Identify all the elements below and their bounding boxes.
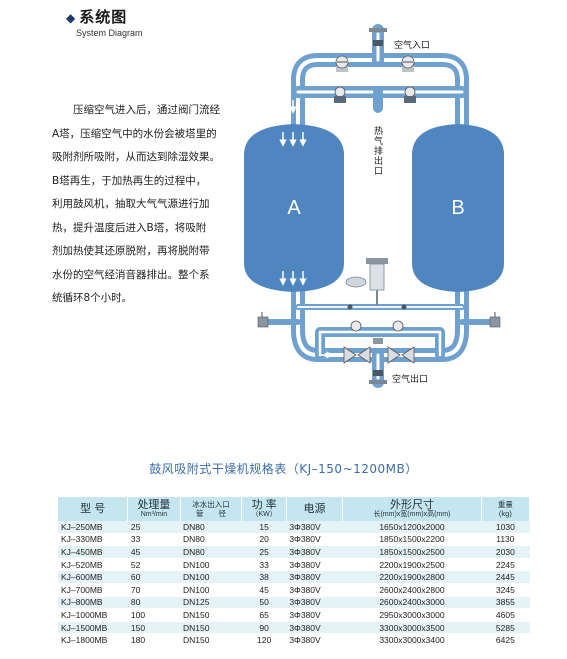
bypass-valve-icon bbox=[373, 338, 383, 344]
description-line: 热，提升温度后进入B塔，将吸附 bbox=[52, 221, 207, 234]
tower-a-label: A bbox=[287, 197, 301, 219]
hot-exhaust-label: 热 气 排 出 口 bbox=[374, 125, 383, 177]
tower-b bbox=[412, 124, 504, 292]
svg-text:热: 热 bbox=[374, 125, 383, 137]
col-header-model: 型 号 bbox=[58, 497, 129, 521]
col-header-power: 功 率 （KW） bbox=[241, 497, 287, 521]
valve-icon bbox=[350, 320, 362, 332]
drain-valve-icon bbox=[489, 312, 501, 328]
svg-text:气: 气 bbox=[374, 135, 383, 147]
process-description: 压缩空气进入后，通过阀门流经 A塔，压缩空气中的水份会被塔里的 吸附剂所吸附，从… bbox=[52, 99, 252, 311]
svg-text:排: 排 bbox=[374, 145, 383, 157]
air-outlet-label: 空气出口 bbox=[392, 373, 428, 385]
check-valve-icon bbox=[343, 346, 371, 364]
air-inlet-label: 空气入口 bbox=[394, 39, 430, 51]
section-subtitle: System Diagram bbox=[76, 28, 143, 38]
description-line: 利用鼓风机，抽取大气气源进行加 bbox=[52, 198, 210, 210]
svg-text:出: 出 bbox=[374, 155, 383, 167]
tower-a bbox=[244, 124, 344, 292]
diamond-bullet-icon: ◆ bbox=[66, 11, 77, 25]
section-title: ◆系统图 bbox=[66, 8, 128, 26]
outlet-flange-icon bbox=[369, 370, 387, 384]
tower-b-label: B bbox=[451, 197, 464, 219]
spec-table: 型 号 处理量 Nm³/min 冰水出入口 管 径 功 率 （KW） 电源 外形… bbox=[58, 497, 531, 647]
valve-icon bbox=[401, 55, 415, 72]
col-header-capacity: 处理量 Nm³/min bbox=[127, 497, 181, 521]
svg-text:口: 口 bbox=[374, 167, 383, 177]
spec-table-title: 鼓风吸附式干燥机规格表（KJ–150~1200MB） bbox=[149, 462, 418, 476]
system-diagram: A B bbox=[244, 24, 504, 388]
flow-arrows bbox=[279, 100, 334, 359]
valve-icon bbox=[334, 86, 346, 103]
col-header-dimensions: 外形尺寸 长(mm)x宽(mm)x高(mm) bbox=[342, 497, 482, 521]
description-line: 统循环8个小时。 bbox=[52, 292, 133, 304]
drain-valve-icon bbox=[257, 312, 269, 328]
heater-blower-icon bbox=[345, 258, 407, 310]
table-header-row: 型 号 处理量 Nm³/min 冰水出入口 管 径 功 率 （KW） 电源 外形… bbox=[58, 497, 531, 521]
valve-icon bbox=[392, 320, 404, 332]
description-line: A塔，压缩空气中的水份会被塔里的 bbox=[52, 127, 217, 140]
check-valve-icon bbox=[387, 346, 415, 364]
col-header-power-supply: 电源 bbox=[286, 497, 344, 521]
description-line: B塔再生，于加热再生的过程中， bbox=[52, 174, 207, 187]
valve-icon bbox=[335, 55, 349, 72]
col-header-weight: 重量 (kg) bbox=[481, 497, 531, 521]
valve-icon bbox=[404, 86, 416, 103]
description-line: 压缩空气进入后，通过阀门流经 bbox=[73, 104, 220, 116]
pipe-network bbox=[259, 24, 497, 388]
col-header-pipe: 冰水出入口 管 径 bbox=[180, 497, 243, 521]
description-line: 吸附剂所吸附，从而达到除湿效果。 bbox=[52, 151, 220, 163]
description-line: 剂加热使其还原脱附，再将脱附带 bbox=[52, 245, 210, 257]
section-header: ◆系统图 System Diagram bbox=[66, 6, 143, 38]
description-line: 水份的空气经消音器排出。整个系 bbox=[52, 268, 210, 281]
inlet-flange-icon bbox=[369, 28, 387, 46]
